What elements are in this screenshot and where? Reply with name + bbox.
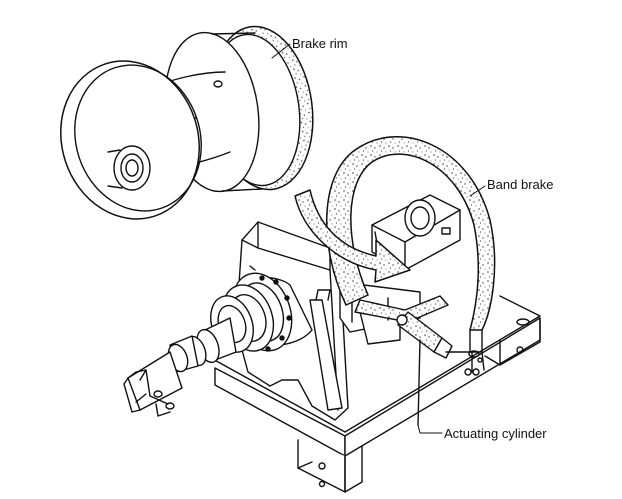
base-frame xyxy=(199,295,541,493)
assembly-arrow xyxy=(294,189,411,283)
band-brake xyxy=(326,136,496,376)
label-brake-rim: Brake rim xyxy=(292,36,348,51)
actuating-cylinder xyxy=(396,311,471,426)
label-band-brake: Band brake xyxy=(487,177,554,192)
winch-drum xyxy=(60,25,314,220)
hydraulic-motor xyxy=(123,351,183,417)
gearbox xyxy=(167,272,313,373)
leader-lines xyxy=(271,43,486,434)
label-actuating-cylinder: Actuating cylinder xyxy=(444,426,547,441)
